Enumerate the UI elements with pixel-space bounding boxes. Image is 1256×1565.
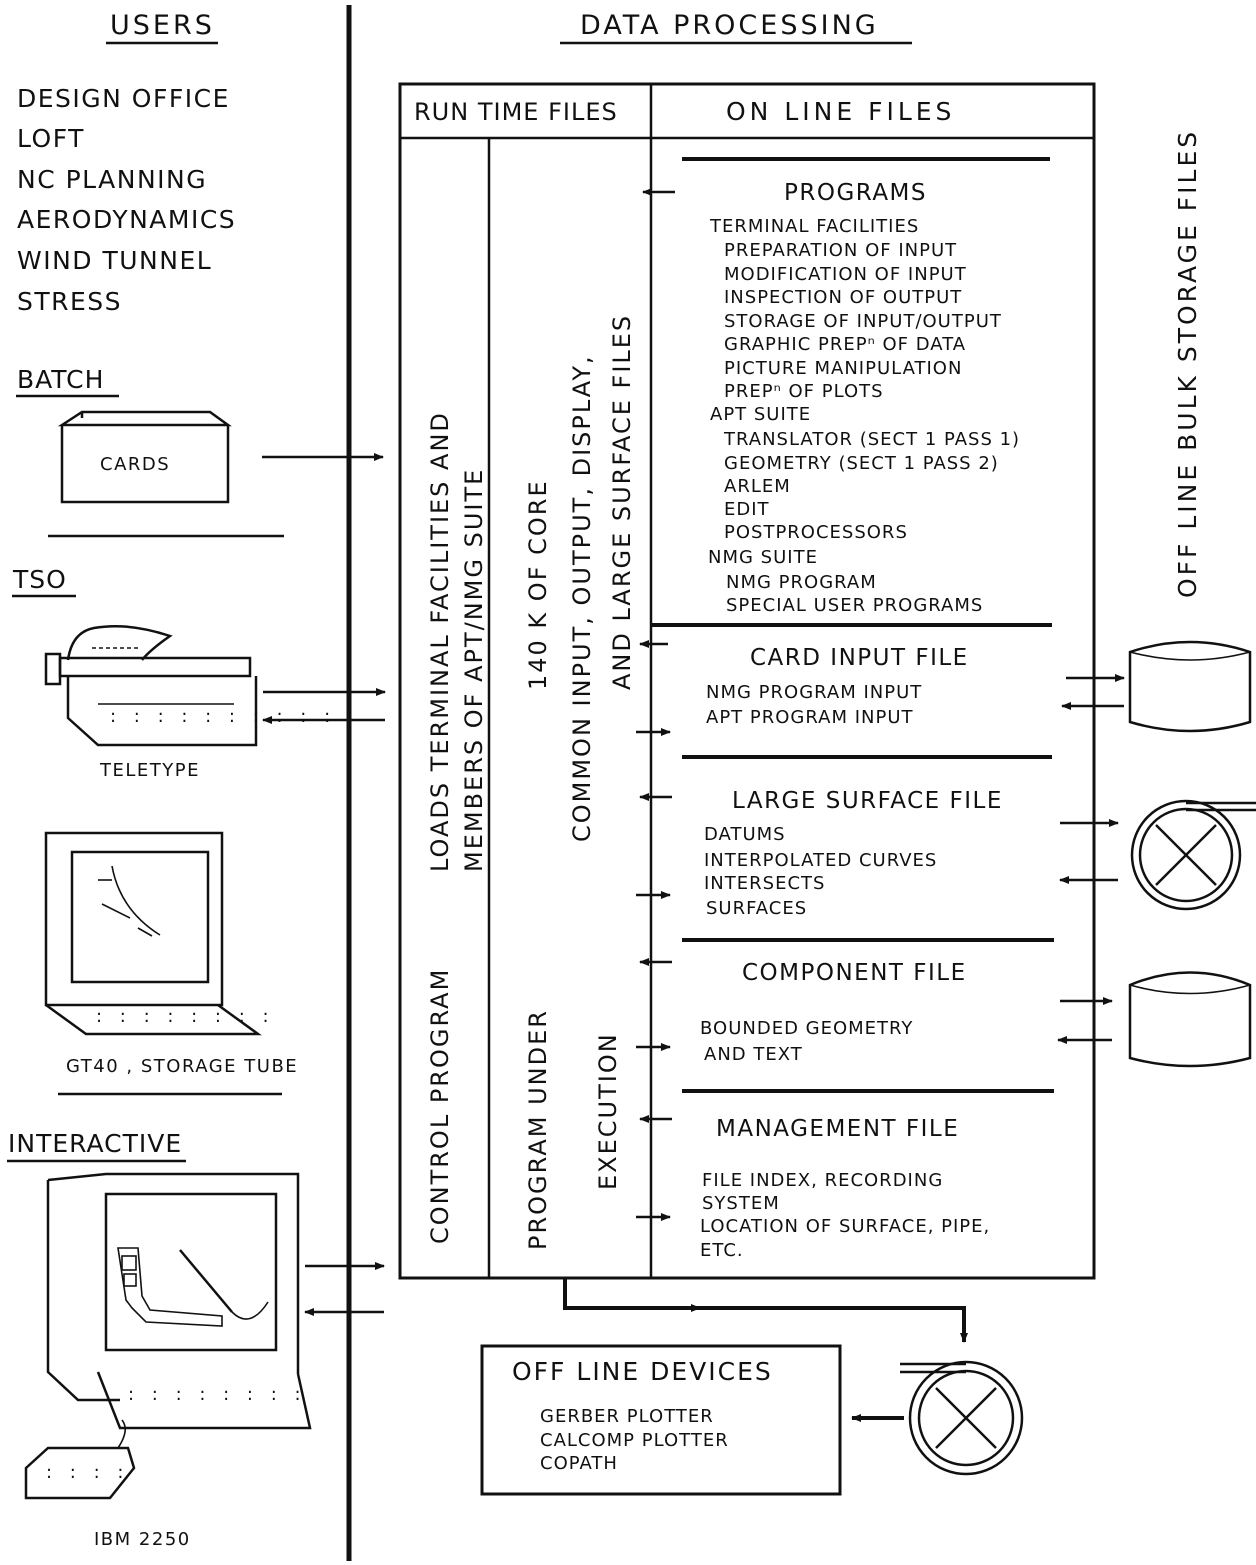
program-item: PREPⁿ OF PLOTS — [724, 381, 884, 402]
off-line-devices-title: OFF LINE DEVICES — [512, 1357, 773, 1386]
program-item: NMG PROGRAM — [726, 572, 877, 593]
disk-pack-icon — [1130, 973, 1250, 1067]
ibm-2250-label: IBM 2250 — [94, 1529, 191, 1550]
off-line-device-item: COPATH — [540, 1453, 618, 1474]
large-surface-item: SURFACES — [706, 898, 807, 919]
off-line-bulk-label: OFF LINE BULK STORAGE FILES — [1173, 129, 1202, 598]
management-file-title: MANAGEMENT FILE — [716, 1116, 959, 1142]
user-design-office: DESIGN OFFICE — [17, 84, 230, 113]
common-line2: AND LARGE SURFACE FILES — [608, 314, 636, 690]
program-item: TERMINAL FACILITIES — [709, 216, 919, 237]
off-line-device-item: GERBER PLOTTER — [540, 1406, 714, 1427]
program-item: PREPARATION OF INPUT — [724, 240, 957, 261]
teletype-label: TELETYPE — [99, 760, 200, 781]
program-item: NMG SUITE — [708, 547, 818, 568]
user-loft: LOFT — [17, 124, 85, 153]
output-flow-arrow — [565, 1278, 964, 1342]
svg-text:: : : : : : : : : :: : : : : : : : : : : — [110, 706, 336, 727]
program-item: GRAPHIC PREPⁿ OF DATA — [724, 334, 966, 355]
program-item: PICTURE MANIPULATION — [724, 358, 962, 379]
program-item: INSPECTION OF OUTPUT — [724, 287, 962, 308]
gt40-label: GT40 , STORAGE TUBE — [66, 1056, 298, 1077]
user-stress: STRESS — [17, 287, 122, 316]
disk-pack-icon — [1130, 642, 1250, 731]
control-program: CONTROL PROGRAM — [426, 968, 454, 1244]
ibm-2250-icon: : : : : : : : : : : : : — [26, 1174, 310, 1498]
card-input-file-title: CARD INPUT FILE — [750, 645, 969, 671]
common-line1: COMMON INPUT, OUTPUT, DISPLAY, — [568, 354, 596, 842]
svg-text:: : : : : : : :: : : : : : : : : — [128, 1384, 307, 1405]
loads-line2: MEMBERS OF APT/NMG SUITE — [460, 468, 488, 872]
program-item: SPECIAL USER PROGRAMS — [726, 595, 983, 616]
program-item: POSTPROCESSORS — [724, 522, 908, 543]
batch-title: BATCH — [17, 365, 104, 394]
tso-title: TSO — [12, 565, 67, 594]
cards-label: CARDS — [100, 454, 170, 475]
teletype-icon: : : : : : : : : : : — [46, 626, 336, 745]
programs-title: PROGRAMS — [784, 180, 927, 206]
svg-text:: : : : : : : :: : : : : : : : : — [96, 1006, 275, 1027]
large-surface-file-title: LARGE SURFACE FILE — [732, 788, 1003, 814]
program-item: TRANSLATOR (SECT 1 PASS 1) — [723, 429, 1020, 450]
component-item: AND TEXT — [704, 1044, 803, 1065]
large-surface-item: DATUMS — [704, 824, 786, 845]
user-aerodynamics: AERODYNAMICS — [17, 205, 236, 234]
off-line-device-item: CALCOMP PLOTTER — [540, 1430, 729, 1451]
gt40-icon: : : : : : : : : — [46, 833, 275, 1034]
management-item: SYSTEM — [702, 1193, 780, 1214]
management-item: FILE INDEX, RECORDING — [702, 1170, 943, 1191]
management-item: ETC. — [700, 1240, 744, 1261]
large-surface-item: INTERSECTS — [704, 873, 825, 894]
core-size: 140 K OF CORE — [524, 479, 552, 690]
user-nc-planning: NC PLANNING — [17, 165, 207, 194]
on-line-files-header: ON LINE FILES — [726, 97, 955, 126]
component-item: BOUNDED GEOMETRY — [700, 1018, 913, 1039]
program-item: APT SUITE — [710, 404, 811, 425]
program-item: EDIT — [724, 499, 770, 520]
large-surface-item: INTERPOLATED CURVES — [704, 850, 937, 871]
management-item: LOCATION OF SURFACE, PIPE, — [700, 1216, 990, 1237]
users-header: USERS — [110, 10, 215, 41]
interactive-title: INTERACTIVE — [8, 1129, 182, 1158]
program-item: MODIFICATION OF INPUT — [724, 264, 967, 285]
loads-line1: LOADS TERMINAL FACILITIES AND — [426, 411, 454, 872]
card-input-item: NMG PROGRAM INPUT — [706, 682, 922, 703]
program-item: STORAGE OF INPUT/OUTPUT — [724, 311, 1002, 332]
svg-text:: : : :: : : : : — [46, 1462, 129, 1483]
tape-reel-icon — [900, 1362, 1022, 1474]
program-item: GEOMETRY (SECT 1 PASS 2) — [724, 453, 999, 474]
program-item: ARLEM — [724, 476, 791, 497]
user-wind-tunnel: WIND TUNNEL — [17, 246, 212, 275]
run-time-files-header: RUN TIME FILES — [414, 98, 618, 126]
user-list: DESIGN OFFICE LOFT NC PLANNING AERODYNAM… — [17, 84, 236, 316]
card-input-item: APT PROGRAM INPUT — [706, 707, 914, 728]
program-under: PROGRAM UNDER — [524, 1009, 552, 1250]
execution: EXECUTION — [594, 1032, 622, 1190]
tape-reel-icon — [1132, 801, 1256, 909]
component-file-title: COMPONENT FILE — [742, 960, 967, 986]
data-processing-header: DATA PROCESSING — [580, 10, 879, 41]
column-arrows — [636, 192, 675, 1217]
